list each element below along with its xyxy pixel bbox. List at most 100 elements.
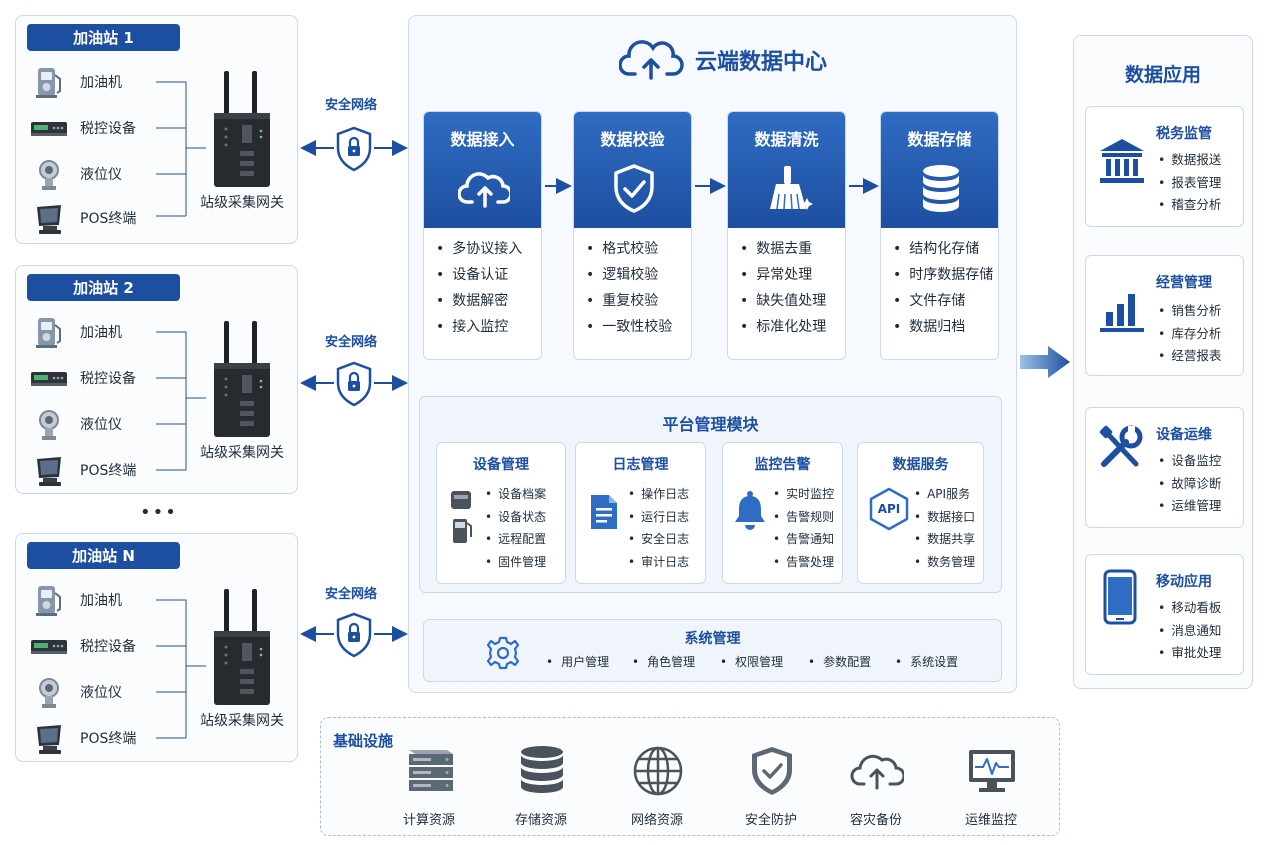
stage-item: 多协议接入	[436, 236, 522, 262]
device-label: 加油机	[80, 593, 122, 609]
device-row: 液位仪	[28, 407, 178, 441]
stage-items: 结构化存储 时序数据存储 文件存储 数据归档	[893, 236, 993, 340]
module-item: 数务管理	[914, 551, 975, 574]
stage-data-ingest: 数据接入 多协议接入 设备认证 数据解密 接入监控	[423, 111, 542, 360]
gateway-label: 站级采集网关	[200, 195, 284, 211]
infra-label: 安全防护	[744, 813, 797, 828]
globe-icon	[633, 746, 683, 796]
big-flow-arrow	[1020, 346, 1070, 378]
app-items: 数据报送 报表管理 稽查分析	[1158, 149, 1221, 217]
secure-link-1	[300, 126, 408, 172]
stage-item: 异常处理	[740, 262, 826, 288]
module-data-service: 数据服务 API API服务 数据接口 数据共享 数务管理	[857, 442, 984, 584]
stage-item: 时序数据存储	[893, 262, 993, 288]
infrastructure-title: 基础设施	[333, 732, 394, 750]
app-item: 运维管理	[1158, 495, 1221, 518]
infra-label: 网络资源	[630, 813, 683, 828]
monitor-icon	[969, 750, 1015, 792]
stage-title: 数据存储	[907, 130, 972, 149]
app-item: 经营报表	[1158, 345, 1221, 368]
infra-label: 容灾备份	[849, 813, 902, 828]
mobile-icon	[1103, 569, 1137, 625]
stage-items: 数据去重 异常处理 缺失值处理 标准化处理	[740, 236, 826, 340]
module-items: 设备档案 设备状态 远程配置 固件管理	[485, 483, 546, 573]
shield-icon	[752, 747, 792, 795]
system-item: 系统设置	[895, 653, 958, 670]
station-connector-lines	[156, 331, 206, 471]
module-items: 操作日志 运行日志 安全日志 审计日志	[628, 483, 689, 573]
device-label: 税控设备	[80, 371, 136, 387]
app-item: 稽查分析	[1158, 194, 1221, 217]
system-item: 用户管理	[546, 653, 609, 670]
app-item: 移动看板	[1158, 597, 1221, 620]
shield-lock-icon	[336, 612, 372, 658]
station-title: 加油站 N	[27, 542, 180, 569]
level-gauge-icon	[28, 157, 70, 191]
stage-item: 文件存储	[893, 288, 993, 314]
app-item: 消息通知	[1158, 620, 1221, 643]
gateway-icon	[214, 321, 270, 437]
device-row: POS终端	[28, 721, 178, 755]
station-connector-lines	[156, 599, 206, 739]
module-item: 设备状态	[485, 506, 546, 529]
api-icon	[869, 487, 909, 531]
device-row: 税控设备	[28, 629, 178, 663]
level-gauge-icon	[28, 407, 70, 441]
infra-network: 网络资源	[612, 744, 702, 830]
device-icon	[451, 491, 472, 543]
flow-arrow	[545, 178, 572, 194]
station-connector-lines	[156, 81, 206, 217]
device-label: 税控设备	[80, 639, 136, 655]
station-2: 加油站 2 加油机 税控设备 液位仪 POS终端 站级采集网关	[15, 265, 298, 494]
system-item: 参数配置	[808, 653, 871, 670]
system-item: 角色管理	[632, 653, 695, 670]
shield-lock-icon	[336, 361, 372, 407]
system-item: 权限管理	[720, 653, 783, 670]
module-item: 实时监控	[773, 483, 834, 506]
stage-item: 数据归档	[893, 314, 993, 340]
pos-terminal-icon	[28, 201, 70, 235]
device-label: 税控设备	[80, 121, 136, 137]
module-item: 安全日志	[628, 528, 689, 551]
storage-icon	[521, 746, 563, 793]
pos-terminal-icon	[28, 721, 70, 755]
device-row: 加油机	[28, 583, 178, 617]
secure-network-label: 安全网络	[324, 587, 377, 602]
stage-item: 结构化存储	[893, 236, 993, 262]
module-title: 数据服务	[892, 457, 949, 473]
cloud-backup-icon	[850, 754, 904, 790]
stage-title: 数据校验	[600, 130, 665, 149]
gear-icon	[486, 636, 520, 670]
app-title: 移动应用	[1156, 574, 1212, 590]
device-label: 液位仪	[80, 167, 122, 183]
module-item: 告警通知	[773, 528, 834, 551]
fuel-pump-icon	[28, 65, 70, 99]
more-stations-ellipsis: •••	[140, 502, 178, 523]
module-item: API服务	[914, 483, 975, 506]
pos-terminal-icon	[28, 453, 70, 487]
gateway-icon	[214, 71, 270, 187]
app-items: 移动看板 消息通知 审批处理	[1158, 597, 1221, 665]
stage-title: 数据接入	[450, 130, 515, 149]
secure-network-label: 安全网络	[324, 98, 377, 113]
api-icon-text: API	[877, 502, 901, 516]
app-items: 销售分析 库存分析 经营报表	[1158, 300, 1221, 368]
broom-icon	[770, 166, 813, 210]
app-tax-supervision: 税务监管 数据报送 报表管理 稽查分析	[1085, 106, 1244, 227]
device-row: 税控设备	[28, 111, 178, 145]
gateway-label: 站级采集网关	[200, 445, 284, 461]
module-items: 实时监控 告警规则 告警通知 告警处理	[773, 483, 834, 573]
stage-item: 数据去重	[740, 236, 826, 262]
module-device-management: 设备管理 设备档案 设备状态 远程配置 固件管理	[436, 442, 566, 584]
infra-label: 运维监控	[964, 813, 1017, 828]
stage-header	[424, 112, 541, 228]
infra-monitoring: 运维监控	[946, 744, 1036, 830]
stage-item: 设备认证	[436, 262, 522, 288]
system-title: 系统管理	[684, 631, 741, 647]
shield-lock-icon	[336, 126, 372, 172]
station-1: 加油站 1 加油机 税控设备 液位仪 POS终端 站级采集网关	[15, 15, 298, 244]
app-item: 故障诊断	[1158, 473, 1221, 496]
module-item: 设备档案	[485, 483, 546, 506]
device-label: POS终端	[80, 211, 137, 227]
module-title: 日志管理	[612, 457, 669, 473]
